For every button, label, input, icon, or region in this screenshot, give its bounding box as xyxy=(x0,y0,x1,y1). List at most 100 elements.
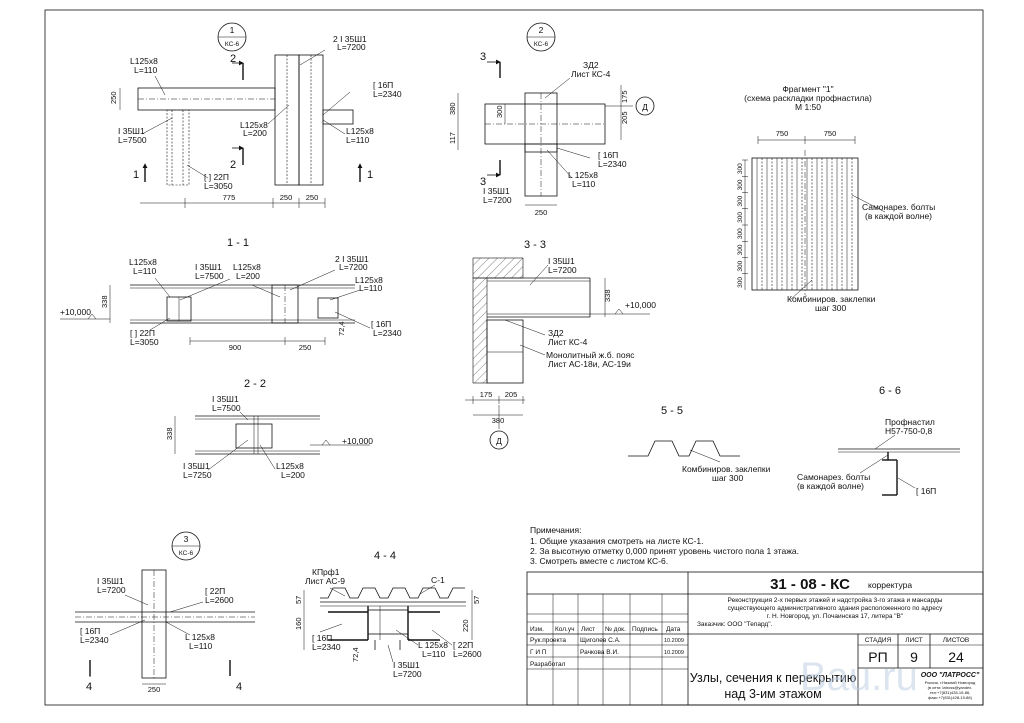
detail-3-number: 3 xyxy=(184,534,189,544)
stamp-row1-date: 10.2009 xyxy=(664,638,684,644)
stamp-row2-role: Г И П xyxy=(530,649,547,656)
s66-c16: [ 16П xyxy=(916,486,936,496)
d2-i35: I 35Ш1 xyxy=(483,186,510,196)
s44-dim-724: 72,4 xyxy=(351,647,360,662)
stamp-row3-role: Разработал xyxy=(530,660,566,668)
frag-step-label: 300 xyxy=(737,163,744,174)
d3-c22: [ 22П xyxy=(205,586,225,596)
d2-dim-117: 117 xyxy=(448,132,457,144)
d3-l125: L 125x8 xyxy=(185,632,215,642)
s11-c22: [ ] 22П xyxy=(130,328,155,338)
stamp-sheet-h: ЛИСТ xyxy=(905,637,922,644)
stamp-hdr-list: Лист xyxy=(581,626,595,633)
s55-rivets: Комбиниров. заклепки xyxy=(682,464,771,474)
stamp-company: ООО "ЛАТРОСС" xyxy=(921,672,980,679)
fragment-1: Фрагмент "1" (схема раскладки профнастил… xyxy=(737,84,935,313)
stamp-row2-name: Рачкова В.И. xyxy=(580,649,619,656)
frag-dim-b: 750 xyxy=(824,129,837,138)
s11-i35x2: 2 I 35Ш1 xyxy=(335,254,369,264)
s22-i35b: I 35Ш1 xyxy=(183,461,210,471)
d2-zd-sheet: Лист КС-4 xyxy=(571,69,611,79)
d3-cut-4-left: 4 xyxy=(86,681,92,693)
s44-c1: С-1 xyxy=(431,575,445,585)
s44-title: 4 - 4 xyxy=(374,550,396,562)
s44-dim-57: 57 xyxy=(294,596,303,604)
stamp-row1-name: Щиголев С.А. xyxy=(580,637,621,644)
stamp-row1-role: Рук.проекта xyxy=(530,637,566,644)
s11-dim-900: 900 xyxy=(229,343,242,352)
d3-c16: [ 16П xyxy=(80,626,100,636)
frag-step-label: 300 xyxy=(737,260,744,271)
s33-belt-label: Монолитный ж.б. пояс xyxy=(546,350,635,360)
d3-i35: I 35Ш1 xyxy=(97,576,124,586)
s11-i35-len: L=7500 xyxy=(195,271,224,281)
d2-dim-250: 250 xyxy=(535,208,548,217)
s33-wall-top xyxy=(472,257,524,279)
d3-c22-len: L=2600 xyxy=(205,595,234,605)
d3-c16-len: L=2340 xyxy=(80,635,109,645)
d2-dim-205: 205 xyxy=(620,111,629,124)
d1-i35-top-len: L=7200 xyxy=(337,42,366,52)
frag-dim-a: 750 xyxy=(776,129,789,138)
cut-1-right: 1 xyxy=(367,169,373,181)
stamp-row2-date: 10.2009 xyxy=(664,650,684,656)
s22-i35: I 35Ш1 xyxy=(212,394,239,404)
s33-dim-175: 175 xyxy=(480,390,493,399)
s11-i35: I 35Ш1 xyxy=(195,262,222,272)
s11-c16-len: L=2340 xyxy=(373,328,402,338)
s33-belt xyxy=(486,319,524,384)
d2-i35-len: L=7200 xyxy=(483,195,512,205)
s33-elev: +10,000 xyxy=(625,300,656,310)
detail-1-sheet: КС-6 xyxy=(225,41,240,48)
d3-cut-4-right: 4 xyxy=(236,681,242,693)
s33-dim-205: 205 xyxy=(505,390,518,399)
frag-scale: М 1:50 xyxy=(795,102,821,112)
frag-step-label: 300 xyxy=(737,195,744,206)
s44-l125-len: L=110 xyxy=(422,649,446,659)
s33-zd: ЗД2 xyxy=(548,328,564,338)
s22-l125-len: L=200 xyxy=(281,470,305,480)
detail-3-sheet: КС-6 xyxy=(179,550,194,557)
d1-l125-top-len: L=110 xyxy=(134,65,158,75)
s22-title: 2 - 2 xyxy=(244,378,266,390)
d2-dim-300: 300 xyxy=(495,105,504,118)
s33-i35: I 35Ш1 xyxy=(548,256,575,266)
d1-i35-left-len: L=7500 xyxy=(118,135,147,145)
section-6-6: 6 - 6 Профнастил Н57-750-0,8 Самонарез. … xyxy=(797,385,960,496)
stamp-sheets: 24 xyxy=(948,649,964,665)
frag-rivets2: шаг 300 xyxy=(815,303,846,313)
watermark: Bau.ru xyxy=(800,655,918,699)
s11-dim-724: 72,4 xyxy=(337,321,346,336)
section-1-1: 1 - 1 338 900 250 72,4 +10,000 L125x8 L=… xyxy=(60,237,402,352)
d1-c16-len: L=2340 xyxy=(373,89,402,99)
stamp-hdr-doc: № док. xyxy=(605,626,626,633)
note-1: 1. Общие указания смотреть на листе КС-1… xyxy=(530,536,704,546)
d1-c16: [ 16П xyxy=(373,80,393,90)
d3-dim-250: 250 xyxy=(148,685,161,694)
stamp-title-1: Узлы, сечения к перекрытию xyxy=(690,671,857,685)
d2-axis-marker xyxy=(635,96,655,116)
cut-1-left: 1 xyxy=(133,169,139,181)
stamp-company-2: (в сети: latross@yandex. xyxy=(928,685,973,690)
frag-step-label: 300 xyxy=(737,228,744,239)
s44-c22: [ 22П xyxy=(453,640,473,650)
s66-prof: Профнастил xyxy=(885,417,935,427)
d2-dim-175: 175 xyxy=(620,90,629,103)
d1-l125-mid-len: L=200 xyxy=(243,128,267,138)
note-2: 2. За высотную отметку 0,000 принят уров… xyxy=(530,546,799,556)
frag-rivets: Комбиниров. заклепки xyxy=(787,294,876,304)
d2-l125-len: L=110 xyxy=(572,179,596,189)
section-4-4: 4 - 4 57 160 57 220 72,4 КПрф1 Лист АС-9… xyxy=(294,550,482,679)
d1-l125-top: L125x8 xyxy=(130,56,158,66)
s11-c16: [ 16П xyxy=(371,319,391,329)
s66-title: 6 - 6 xyxy=(879,385,901,397)
s44-kprof: КПрф1 xyxy=(312,567,340,577)
frag-step-label: 300 xyxy=(737,179,744,190)
s44-c22-len: L=2600 xyxy=(453,649,482,659)
stamp-desc-3: г. Н. Новгород, ул. Почаинская 17, литер… xyxy=(767,613,904,620)
cut-2-top: 2 xyxy=(230,53,236,65)
stamp-desc-1: Реконструкция 2-х первых этажей и надстр… xyxy=(728,596,943,604)
s33-belt-label2: Лист АС-18и, АС-19и xyxy=(548,359,631,369)
note-3: 3. Смотреть вместе с листом КС-6. xyxy=(530,556,668,566)
